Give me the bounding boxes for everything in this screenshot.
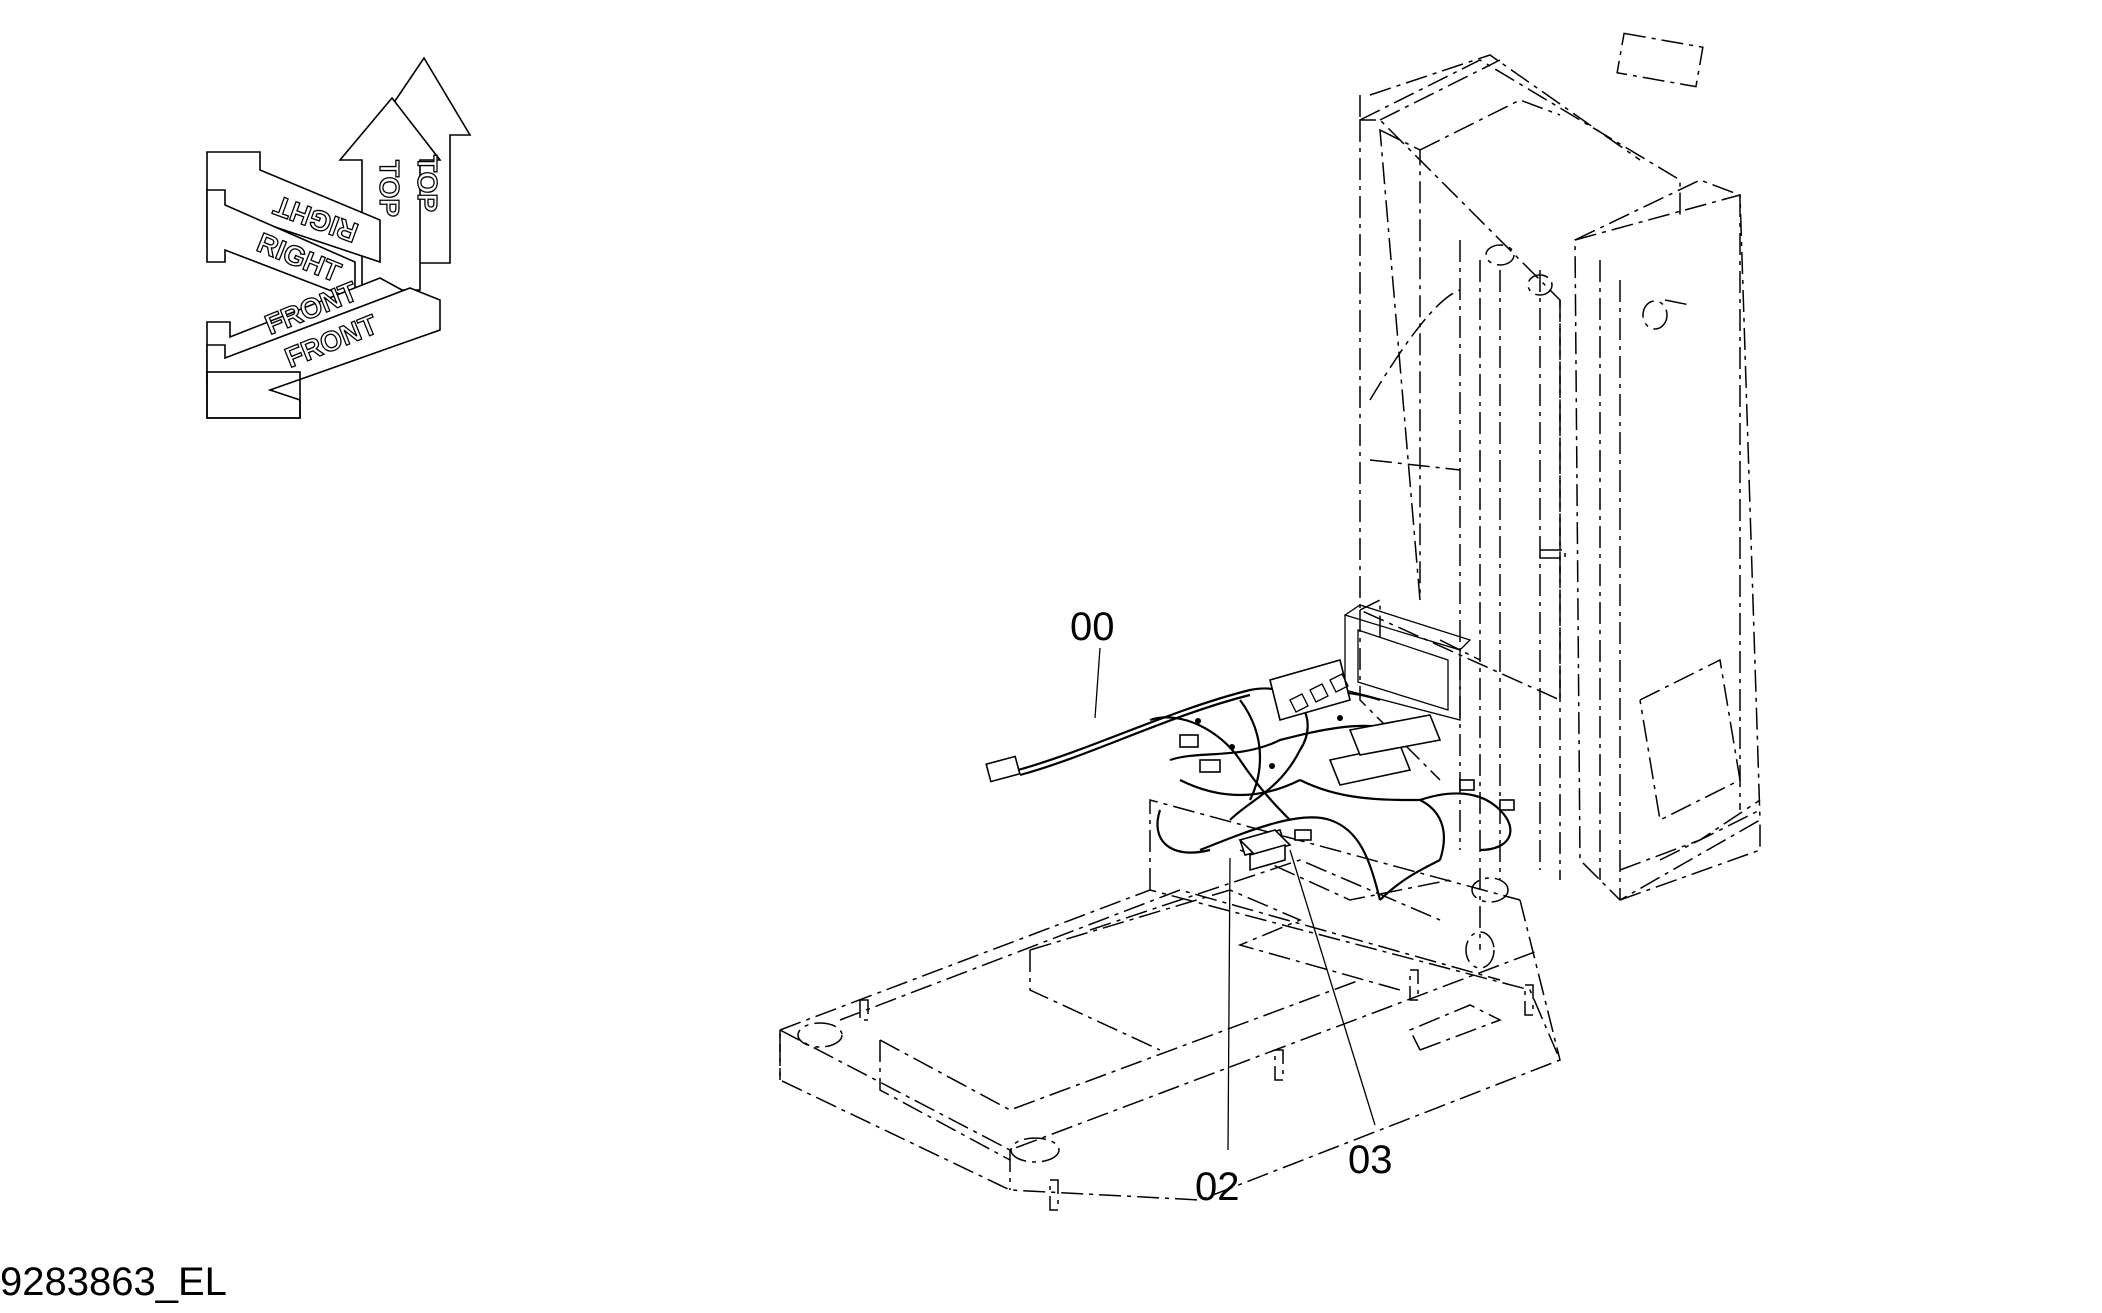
top-label-front: TOP	[374, 160, 405, 217]
drawing-number: 9283863_EL	[0, 1260, 227, 1304]
mast-tower	[1359, 32, 1761, 950]
front-arrow-base	[206, 371, 301, 419]
leader-lines	[1094, 647, 1376, 1151]
orientation-indicator: TOP TOP RIGHT RIGHT FRONT FRONT	[206, 56, 472, 419]
harness-connector-plug	[985, 755, 1021, 783]
part-02-bracket	[1238, 829, 1292, 872]
callout-00: 00	[1070, 605, 1115, 649]
chassis-frame	[779, 799, 1561, 1211]
leader-00	[1094, 647, 1101, 719]
callout-03: 03	[1348, 1138, 1393, 1182]
electrical-box	[1344, 604, 1472, 721]
callout-02: 02	[1195, 1165, 1240, 1209]
leader-02	[1227, 857, 1231, 1151]
leader-03	[1289, 849, 1376, 1126]
top-label-back: TOP	[412, 155, 443, 212]
